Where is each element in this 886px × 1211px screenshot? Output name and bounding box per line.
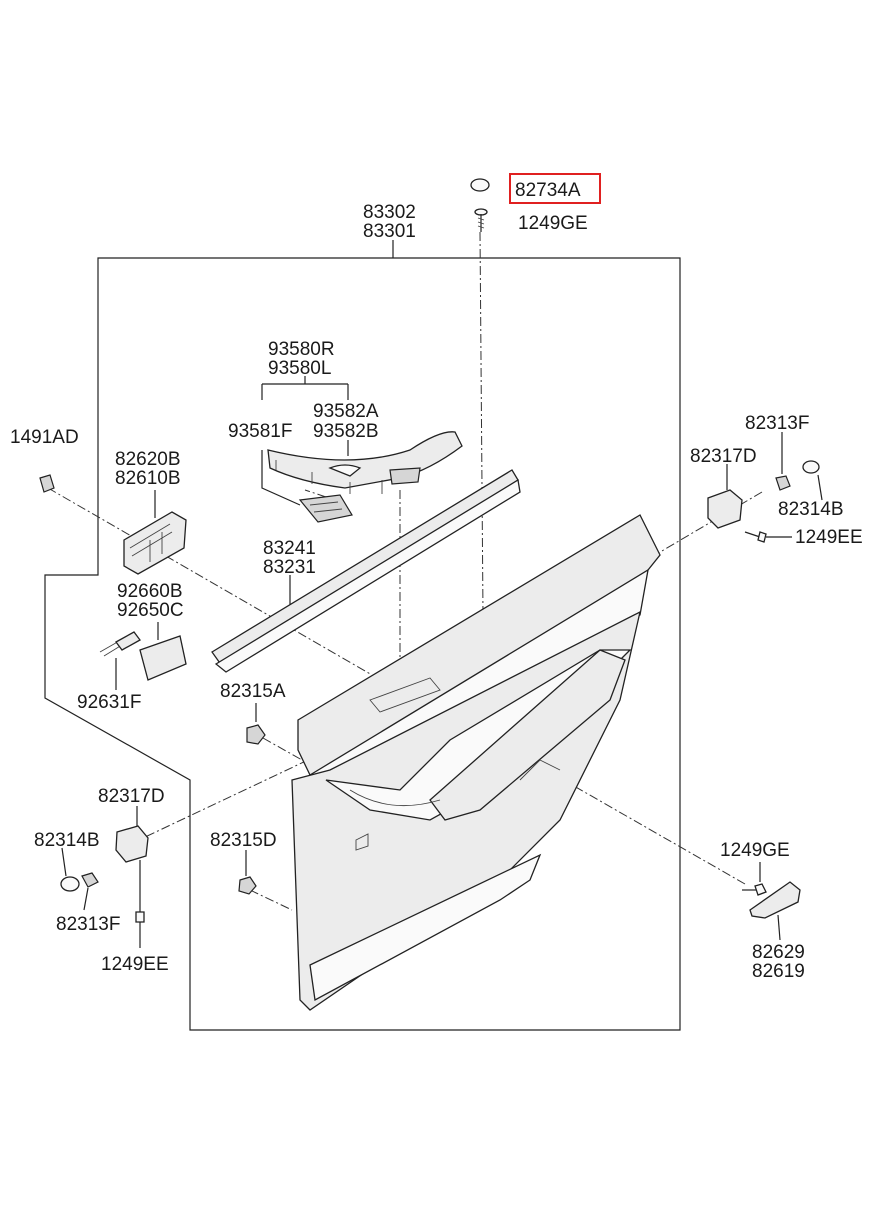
label-83241: 83241 [263, 538, 316, 559]
label-83301: 83301 [363, 221, 416, 242]
lamp-assembly-92650C [99, 631, 187, 681]
label-82313F-left: 82313F [56, 914, 120, 935]
bracket-82317D-left [115, 825, 149, 863]
label-92631F: 92631F [77, 692, 141, 713]
bracket-82317D-right [707, 489, 743, 529]
label-82315D: 82315D [210, 830, 277, 851]
highlight-box-82734A [509, 173, 601, 204]
nut-82313F-right [775, 475, 791, 491]
part-labels: 82734A 1249GE 83302 83301 93580R 93580L … [10, 173, 863, 982]
screw-1249GE-top [474, 208, 488, 232]
cap-82314B-left [60, 876, 80, 892]
label-83302: 83302 [363, 202, 416, 223]
label-82315A: 82315A [220, 681, 286, 702]
label-92650C: 92650C [117, 600, 184, 621]
label-82313F-right: 82313F [745, 413, 809, 434]
screw-1249EE-left [135, 860, 145, 923]
label-82314B-right: 82314B [778, 499, 844, 520]
label-93580R: 93580R [268, 339, 335, 360]
label-1249GE-top: 1249GE [518, 213, 588, 234]
label-82619: 82619 [752, 961, 805, 982]
bezel-bracket [261, 376, 349, 506]
label-82734A: 82734A [515, 180, 581, 201]
label-1249EE-right: 1249EE [795, 527, 863, 548]
label-82317D-right: 82317D [690, 446, 757, 467]
label-1491AD: 1491AD [10, 427, 79, 448]
cap-82314B-right [802, 460, 820, 474]
label-93581F: 93581F [228, 421, 292, 442]
nut-82315D [238, 876, 257, 895]
label-1249EE-left: 1249EE [101, 954, 169, 975]
label-93582A: 93582A [313, 401, 379, 422]
screw-1249EE-right [744, 531, 767, 543]
pull-pocket-82629 [749, 881, 801, 919]
label-82317D-left: 82317D [98, 786, 165, 807]
assembly-frame [44, 257, 681, 1031]
label-92660B: 92660B [117, 581, 183, 602]
nut-82315A [246, 724, 266, 745]
door-trim-panel [291, 514, 661, 1011]
label-1249GE-right: 1249GE [720, 840, 790, 861]
label-93580L: 93580L [268, 358, 331, 379]
label-83231: 83231 [263, 557, 316, 578]
clip-1491AD [39, 474, 55, 493]
switch-bezel-93580 [267, 431, 463, 523]
cap-82734A-shape [470, 178, 490, 192]
label-93582B: 93582B [313, 421, 379, 442]
label-82610B: 82610B [115, 468, 181, 489]
label-82620B: 82620B [115, 449, 181, 470]
weatherstrip-83241 [211, 469, 521, 673]
screw-1249GE-right [742, 883, 767, 896]
label-82629: 82629 [752, 942, 805, 963]
nut-82313F-left [81, 872, 99, 888]
label-82314B-left: 82314B [34, 830, 100, 851]
inside-handle-82620B [123, 511, 187, 575]
